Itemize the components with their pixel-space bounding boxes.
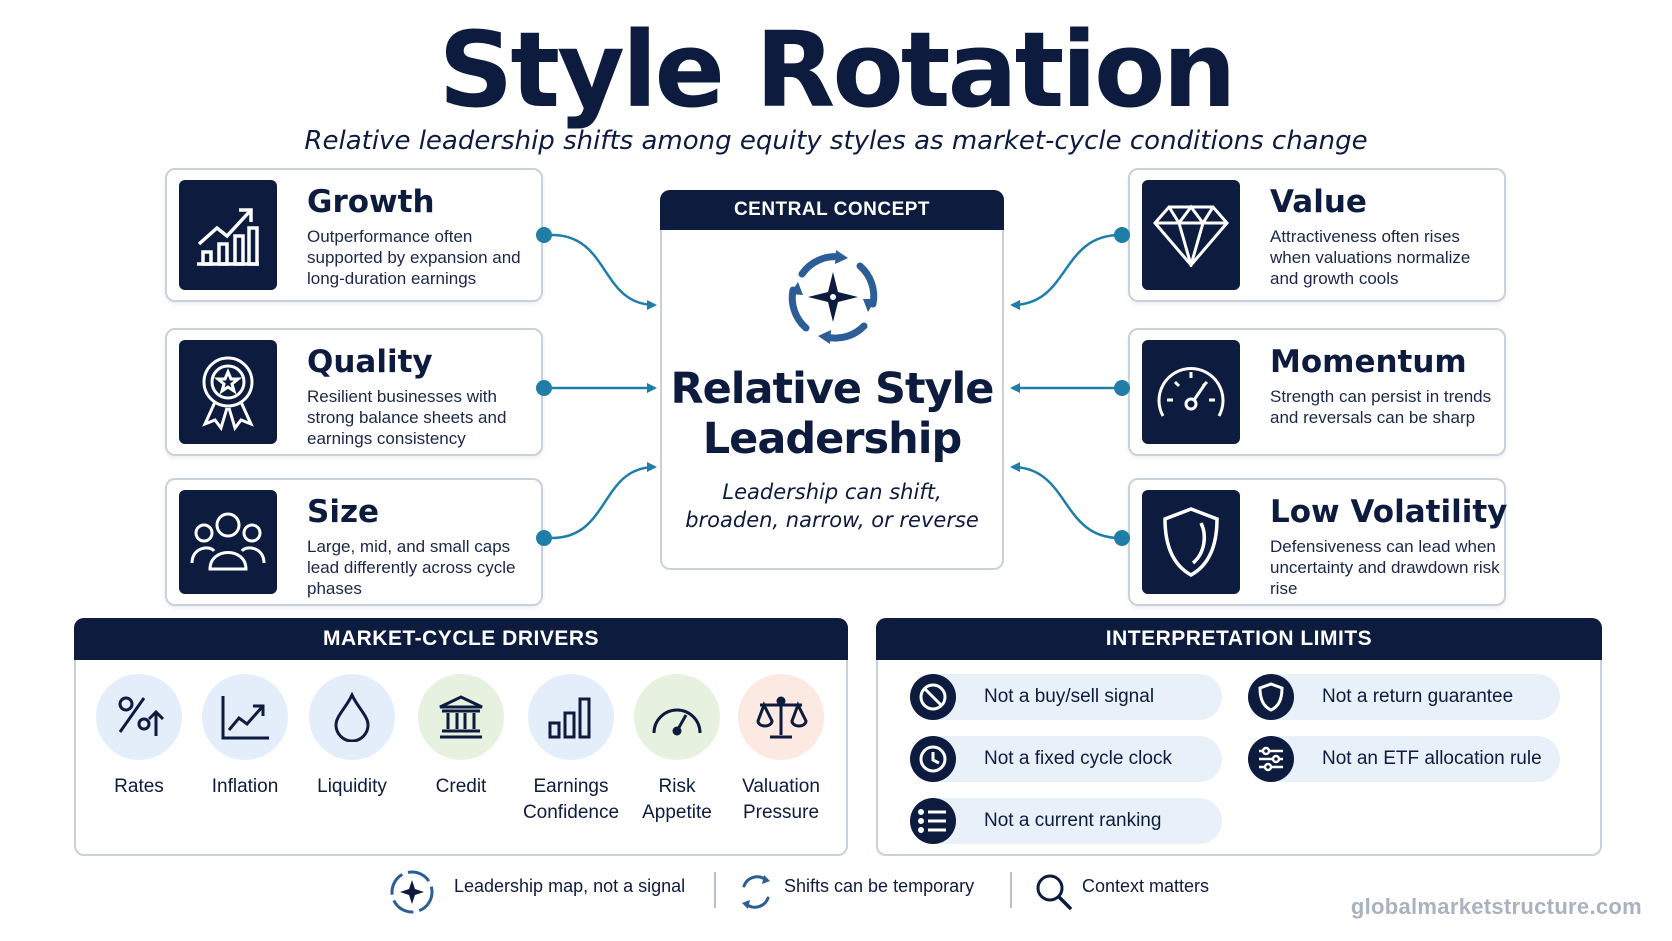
driver-inflation: Inflation — [190, 674, 300, 800]
diamond-icon — [1142, 180, 1240, 290]
connector-value — [1010, 233, 1121, 310]
driver-label: Liquidity — [317, 776, 387, 797]
driver-rates: Rates — [84, 674, 194, 800]
droplet-icon — [309, 674, 395, 760]
clock-icon — [910, 736, 956, 782]
driver-valuation-pressure: Valuation Pressure — [726, 674, 836, 826]
limits-header: INTERPRETATION LIMITS — [876, 618, 1602, 660]
style-title: Size — [307, 494, 380, 530]
footer-note: Context matters — [1082, 876, 1210, 896]
connector-dot — [536, 530, 552, 546]
limit-label: Not a fixed cycle clock — [984, 748, 1172, 769]
page-subtitle: Relative leadership shifts among equity … — [304, 126, 1368, 156]
percent-arrow-icon — [96, 674, 182, 760]
style-desc: Defensiveness can lead when uncertainty … — [1270, 537, 1500, 598]
driver-earnings-confidence: Earnings Confidence — [516, 674, 626, 826]
central-concept-header: CENTRAL CONCEPT — [660, 190, 1004, 230]
style-card-quality: Quality Resilient businesses with strong… — [165, 328, 543, 456]
cycle-arrows-icon — [742, 875, 770, 909]
footer-note: Leadership map, not a signal — [454, 876, 686, 896]
page-title: Style Rotation — [438, 9, 1236, 131]
shield-icon — [1248, 674, 1294, 720]
limit-item: Not an ETF allocation rule — [1248, 736, 1560, 782]
limits-panel: INTERPRETATION LIMITS Not a buy/sell sig… — [876, 618, 1602, 856]
site-watermark: globalmarketstructure.com — [1350, 894, 1642, 919]
style-card-size: Size Large, mid, and small caps lead dif… — [165, 478, 543, 606]
connector-growth — [551, 233, 657, 310]
connector-size — [551, 462, 657, 540]
driver-label: Rates — [114, 776, 164, 797]
connector-dot — [536, 227, 552, 243]
style-desc: Large, mid, and small caps lead differen… — [307, 537, 516, 598]
central-concept-card: CENTRAL CONCEPT Relative Style Leadershi… — [660, 190, 1004, 570]
style-card-value: Value Attractiveness often rises when va… — [1128, 168, 1506, 302]
bank-icon — [418, 674, 504, 760]
driver-credit: Credit — [406, 674, 516, 800]
connector-dot — [536, 380, 552, 396]
scale-icon — [738, 674, 824, 760]
style-title: Growth — [307, 184, 435, 220]
footer-divider — [1010, 872, 1012, 908]
central-sub-line: broaden, narrow, or reverse — [685, 508, 979, 532]
central-concept-subtitle: Leadership can shift, broaden, narrow, o… — [662, 478, 1002, 534]
speedometer-icon — [1142, 340, 1240, 444]
driver-label: Credit — [435, 776, 487, 797]
limit-item: Not a current ranking — [910, 798, 1222, 844]
driver-liquidity: Liquidity — [297, 674, 407, 800]
drivers-header: MARKET-CYCLE DRIVERS — [74, 618, 848, 660]
style-desc: Attractiveness often rises when valuatio… — [1270, 227, 1471, 288]
award-ribbon-icon — [179, 340, 277, 444]
bar-chart-icon — [528, 674, 614, 760]
central-concept-title: Relative Style Leadership — [662, 364, 1002, 464]
limit-label: Not a return guarantee — [1322, 686, 1514, 707]
driver-label: Valuation Pressure — [742, 776, 820, 823]
style-card-growth: Growth Outperformance often supported by… — [165, 168, 543, 302]
shield-icon — [1142, 490, 1240, 594]
style-desc: Outperformance often supported by expans… — [307, 227, 521, 288]
style-card-momentum: Momentum Strength can persist in trends … — [1128, 328, 1506, 456]
limit-label: Not a buy/sell signal — [984, 686, 1155, 707]
style-card-low-volatility: Low Volatility Defensiveness can lead wh… — [1128, 478, 1508, 606]
limit-label: Not an ETF allocation rule — [1322, 748, 1542, 769]
style-desc: Resilient businesses with strong balance… — [307, 387, 507, 448]
style-title: Low Volatility — [1270, 494, 1508, 530]
compass-cycle-icon — [788, 250, 878, 344]
footer-divider — [714, 872, 716, 908]
connector-dot — [1114, 530, 1130, 546]
driver-risk-appetite: Risk Appetite — [622, 674, 732, 826]
limit-label: Not a current ranking — [984, 810, 1162, 831]
central-title-line: Relative Style — [670, 364, 995, 414]
growth-chart-icon — [179, 180, 277, 290]
style-title: Value — [1270, 184, 1367, 220]
limit-item: Not a return guarantee — [1248, 674, 1560, 720]
footer-note: Shifts can be temporary — [784, 876, 975, 896]
limit-item: Not a fixed cycle clock — [910, 736, 1222, 782]
list-icon — [910, 798, 956, 844]
central-title-line: Leadership — [702, 414, 962, 464]
compass-icon — [390, 870, 434, 914]
central-sub-line: Leadership can shift, — [722, 480, 942, 504]
gauge-icon — [634, 674, 720, 760]
connector-dot — [1114, 380, 1130, 396]
connector-dot — [1114, 227, 1130, 243]
prohibited-icon — [910, 674, 956, 720]
style-title: Momentum — [1270, 344, 1467, 380]
drivers-panel: MARKET-CYCLE DRIVERS Rates Inflation Liq… — [74, 618, 848, 856]
style-desc: Strength can persist in trends and rever… — [1270, 387, 1492, 427]
sliders-icon — [1248, 736, 1294, 782]
style-title: Quality — [307, 344, 433, 380]
magnifier-icon — [1036, 874, 1072, 910]
driver-label: Earnings Confidence — [522, 776, 620, 823]
driver-label: Inflation — [211, 776, 279, 797]
limit-item: Not a buy/sell signal — [910, 674, 1222, 720]
people-group-icon — [179, 490, 277, 594]
driver-label: Risk Appetite — [642, 776, 712, 823]
rising-chart-icon — [202, 674, 288, 760]
connector-lowvol — [1010, 462, 1121, 540]
